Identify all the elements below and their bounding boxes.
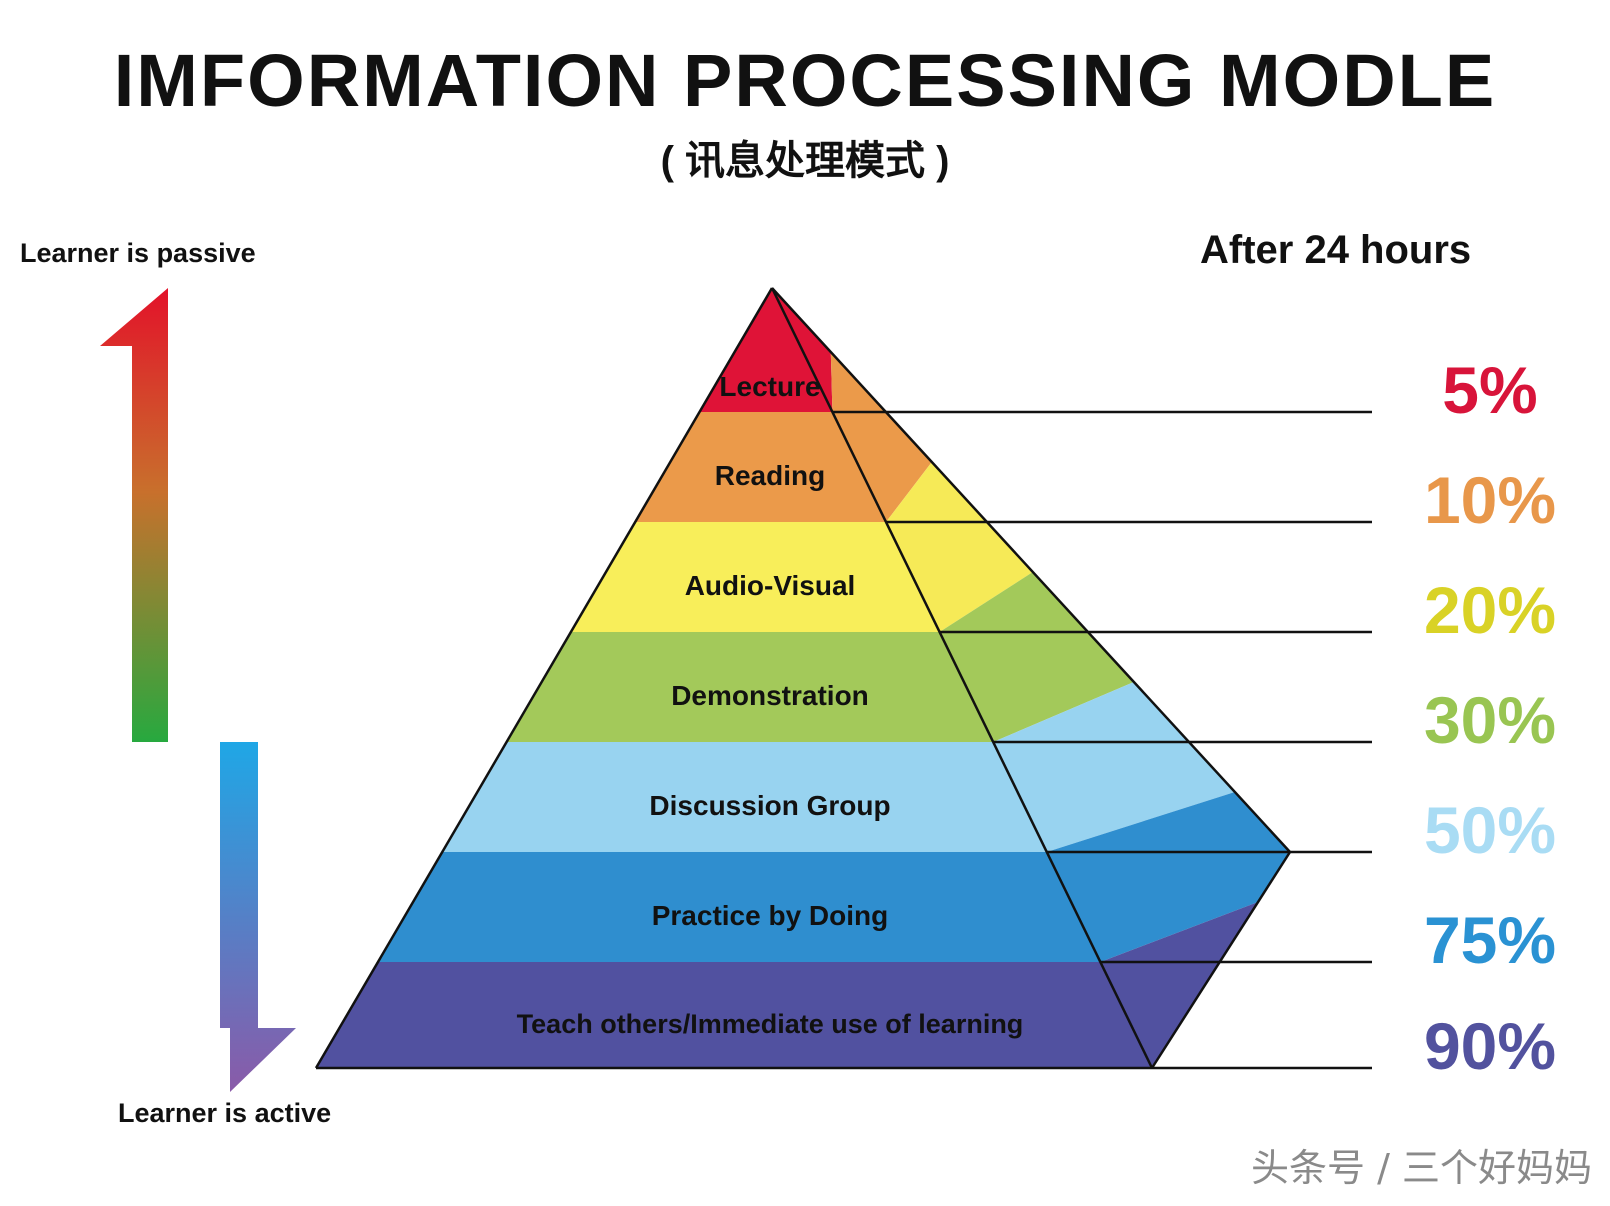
percent-leader-lines xyxy=(832,410,1372,1070)
pyramid-layer-label: Lecture xyxy=(719,371,820,402)
pyramid-layer-front xyxy=(699,288,833,412)
after-24-hours-label: After 24 hours xyxy=(1200,228,1472,272)
pyramid-layer-front xyxy=(442,742,1047,852)
watermark-text: 头条号 / 三个好妈妈 xyxy=(1251,1146,1592,1190)
pyramid-layer-label: Demonstration xyxy=(671,680,869,711)
pyramid-layer-front xyxy=(316,962,1152,1068)
pyramid-layer-side xyxy=(1100,902,1259,1068)
pyramid-front-layers xyxy=(316,288,1152,1068)
pyramid-layer-label: Discussion Group xyxy=(649,790,890,821)
page-subtitle: ( 讯息处理模式 ) xyxy=(660,139,950,183)
retention-percent: 50% xyxy=(1423,793,1557,867)
pyramid-layer-front xyxy=(506,632,994,742)
pyramid-layer-side xyxy=(1046,792,1290,962)
pyramid-layer-front xyxy=(377,852,1101,962)
pyramid-layer-label: Reading xyxy=(715,460,825,491)
pyramid-layer-side xyxy=(993,682,1235,852)
learner-active-label: Learner is active xyxy=(118,1098,332,1128)
retention-percent: 20% xyxy=(1423,573,1557,647)
retention-percent: 5% xyxy=(1442,353,1538,427)
pyramid-layer-front xyxy=(570,522,940,632)
pyramid-layer-label: Practice by Doing xyxy=(652,900,889,931)
pyramid-layer-labels: LectureReadingAudio-VisualDemonstrationD… xyxy=(517,371,1024,1039)
pyramid-outline xyxy=(314,287,1292,1070)
pyramid-layer-label: Audio-Visual xyxy=(685,570,856,601)
pyramid-edge xyxy=(771,287,1291,853)
learner-passive-label: Learner is passive xyxy=(20,238,256,268)
retention-percent: 90% xyxy=(1423,1009,1557,1083)
pyramid-edge xyxy=(770,287,1154,1069)
retention-percent: 75% xyxy=(1423,903,1557,977)
active-arrow-down xyxy=(220,742,296,1092)
retention-percent: 10% xyxy=(1423,463,1557,537)
passive-arrow-up xyxy=(100,288,168,742)
pyramid-layer-label: Teach others/Immediate use of learning xyxy=(517,1009,1024,1039)
pyramid-layer-front xyxy=(635,412,886,522)
pyramid-edge xyxy=(314,287,774,1069)
page-title: IMFORMATION PROCESSING MODLE xyxy=(113,39,1497,122)
pyramid-edge xyxy=(1150,851,1292,1069)
pyramid-layer-side xyxy=(830,352,932,522)
pyramid-layer-side xyxy=(939,572,1134,742)
retention-percent: 30% xyxy=(1423,683,1557,757)
pyramid-layer-side xyxy=(886,462,1033,632)
